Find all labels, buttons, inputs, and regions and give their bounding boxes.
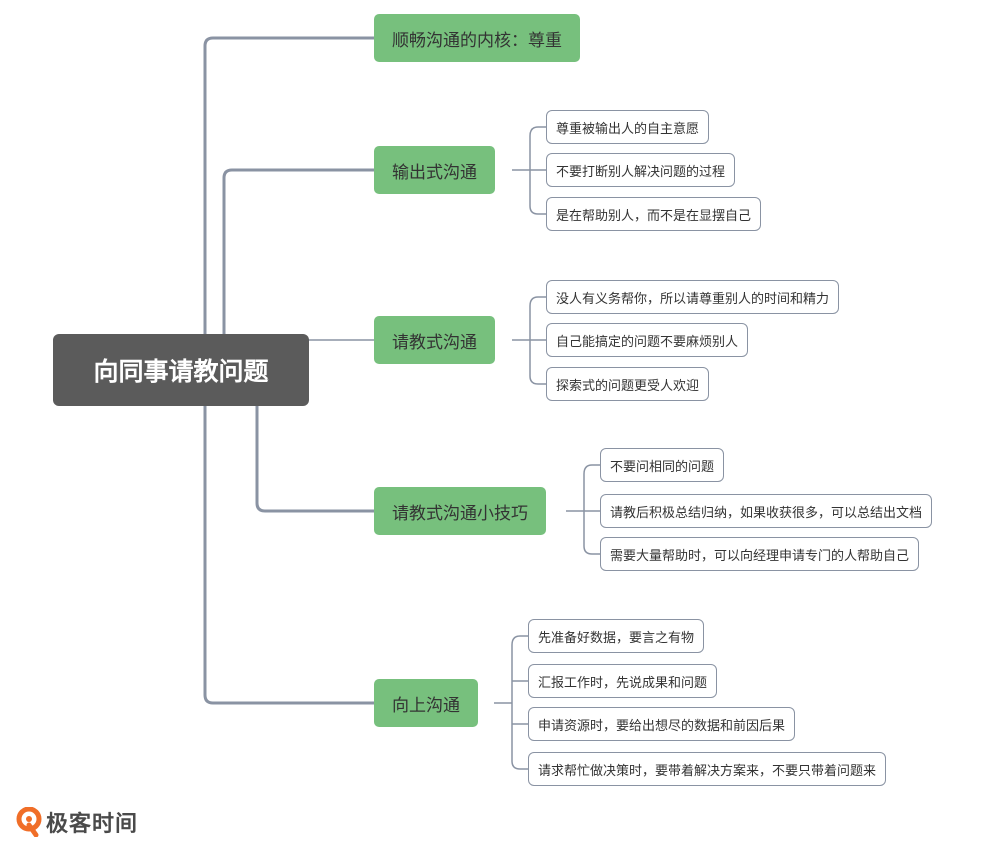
branch-node-upward[interactable]: 向上沟通 [374,679,478,727]
trunk-line-3 [255,406,374,513]
root-node[interactable]: 向同事请教问题 [53,334,309,406]
leaf-node[interactable]: 请求帮忙做决策时，要带着解决方案来，不要只带着问题来 [528,752,887,786]
leaf-node[interactable]: 没人有义务帮你，所以请尊重别人的时间和精力 [546,280,840,314]
branch-node-consult-tips[interactable]: 请教式沟通小技巧 [374,487,546,535]
leaf-node[interactable]: 尊重被输出人的自主意愿 [546,110,710,144]
leaf-line-3 [566,464,600,555]
geektime-logo: 极客时间 [16,806,138,838]
leaf-line-2 [512,296,546,385]
leaf-line-4 [494,635,528,770]
trunk-line-1 [222,168,374,334]
leaf-node[interactable]: 申请资源时，要给出想尽的数据和前因后果 [528,707,796,741]
branch-node-core-respect[interactable]: 顺畅沟通的内核：尊重 [374,14,580,62]
branch-node-output[interactable]: 输出式沟通 [374,146,495,194]
leaf-node[interactable]: 请教后积极总结归纳，如果收获很多，可以总结出文档 [600,494,933,528]
leaf-node[interactable]: 不要打断别人解决问题的过程 [546,153,736,187]
leaf-node[interactable]: 先准备好数据，要言之有物 [528,619,705,653]
leaf-line-1 [512,126,546,215]
branch-node-consult[interactable]: 请教式沟通 [374,316,495,364]
leaf-node[interactable]: 自己能搞定的问题不要麻烦别人 [546,323,749,357]
leaf-node[interactable]: 不要问相同的问题 [600,448,725,482]
leaf-node[interactable]: 探索式的问题更受人欢迎 [546,367,710,401]
geektime-logo-icon [16,807,42,837]
leaf-node[interactable]: 汇报工作时，先说成果和问题 [528,664,718,698]
leaf-node[interactable]: 是在帮助别人，而不是在显摆自己 [546,197,762,231]
geektime-logo-text: 极客时间 [46,812,139,837]
leaf-node[interactable]: 需要大量帮助时，可以向经理申请专门的人帮助自己 [600,537,920,571]
trunk-line-4 [203,406,374,705]
trunk-line-0 [203,36,374,334]
